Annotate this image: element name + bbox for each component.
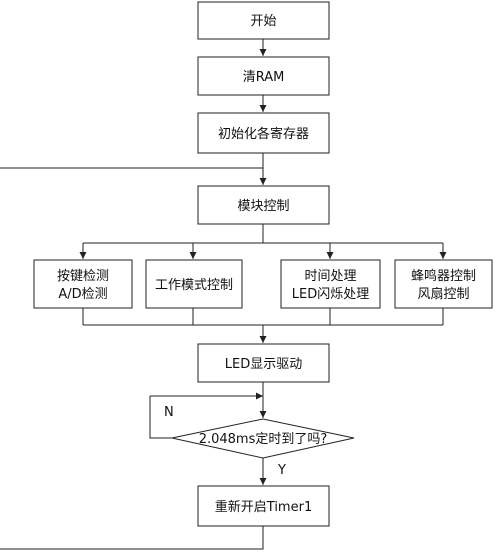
work-mode-label: 工作模式控制 [155, 278, 233, 293]
module-control-label: 模块控制 [237, 199, 289, 214]
timer-decision-label: 2.048ms定时到了吗? [199, 432, 328, 447]
loop-back-bottom [0, 526, 264, 550]
init-registers-label: 初始化各寄存器 [218, 126, 309, 142]
start-box [197, 1, 330, 40]
key-detect-line-2: A/D检测 [58, 287, 107, 302]
init-registers-box [197, 112, 330, 154]
clear-ram-label: 清RAM [243, 70, 285, 85]
led-drive-box [197, 343, 330, 383]
start-label: 开始 [250, 14, 276, 29]
buzzer-fan-box [394, 259, 493, 309]
restart-timer-label: 重新开启Timer1 [215, 499, 312, 515]
key-detect-box [33, 259, 133, 309]
buzzer-fan-line-1: 蜂鸣器控制 [411, 268, 476, 284]
timer-decision-diamond [171, 418, 355, 459]
module-control-box [197, 185, 330, 225]
yes-label: Y [277, 463, 286, 478]
work-mode-box [145, 259, 243, 309]
connectors [0, 39, 447, 550]
buzzer-fan-line-2: 风扇控制 [417, 286, 469, 302]
time-processing-line-1: 时间处理 [304, 269, 356, 284]
clear-ram-box [197, 56, 330, 96]
time-processing-box [280, 259, 381, 309]
led-drive-label: LED显示驱动 [225, 357, 302, 372]
restart-timer-box [197, 485, 330, 527]
time-processing-line-2: LED闪烁处理 [292, 287, 369, 302]
no-loop-left [149, 396, 172, 439]
key-detect-line-1: 按键检测 [57, 269, 109, 284]
no-label: N [164, 405, 174, 420]
